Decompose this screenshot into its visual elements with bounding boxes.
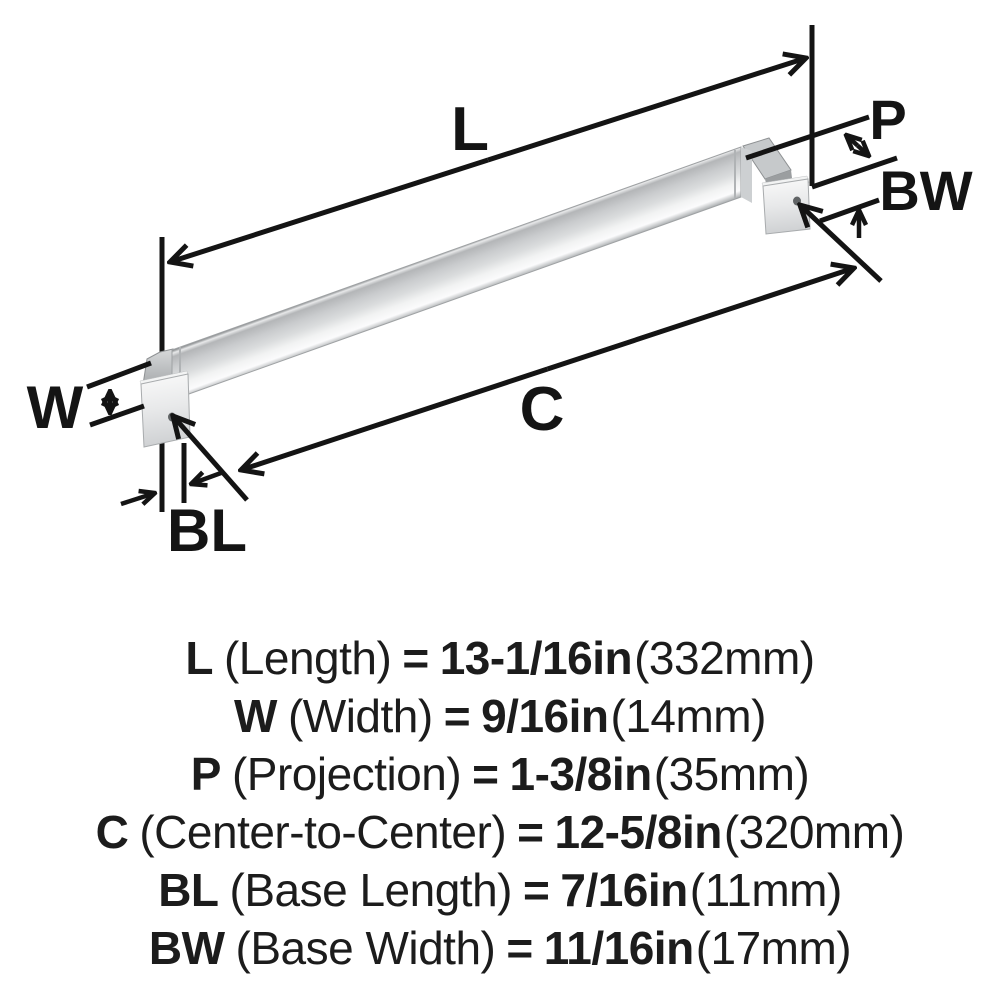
w-extension-line-upper <box>86 360 152 390</box>
c-dimension-line-right <box>546 268 855 372</box>
legend-code: BW <box>148 922 225 974</box>
legend-metric-value: (320mm) <box>723 806 905 858</box>
legend-imperial-value: 9/16in <box>481 690 609 742</box>
label-center-to-center: C <box>520 375 565 444</box>
legend-equals: = <box>517 806 544 858</box>
handle-drawing <box>139 137 811 448</box>
c-leader-right <box>800 205 883 283</box>
legend-name: (Width) <box>287 690 433 742</box>
legend-row-projection: P(Projection)=1-3/8in(35mm) <box>0 745 1000 803</box>
legend-row-center-to-center: C(Center-to-Center)=12-5/8in(320mm) <box>0 803 1000 861</box>
p-extension-line-upper <box>745 114 870 161</box>
l-dimension-line-left <box>170 157 489 262</box>
right-screw-hole <box>793 196 801 206</box>
legend-equals: = <box>506 922 533 974</box>
label-base-width: BW <box>879 159 972 222</box>
legend-metric-value: (17mm) <box>695 922 852 974</box>
label-length: L <box>451 95 489 164</box>
legend-equals: = <box>522 864 550 916</box>
legend-imperial-value: 11/16in <box>543 922 694 974</box>
legend-code: BL <box>158 864 219 916</box>
l-dimension-line-right <box>487 58 806 163</box>
legend-equals: = <box>472 748 499 800</box>
legend-code: L <box>185 632 213 684</box>
w-extension-line-lower <box>89 403 145 428</box>
legend-equals: = <box>443 690 471 742</box>
dimension-annotations <box>86 58 898 507</box>
c-dimension-line-left <box>241 366 549 470</box>
legend-name: (Base Width) <box>235 922 496 974</box>
bl-arrow-left <box>120 493 155 507</box>
label-width: W <box>27 374 84 441</box>
legend-imperial-value: 7/16in <box>560 864 688 916</box>
bw-extension-line-lower <box>819 197 880 224</box>
legend-code: W <box>234 690 277 742</box>
legend-code: C <box>95 806 129 858</box>
legend-imperial-value: 13-1/16in <box>439 632 633 684</box>
bar-end-face-right <box>741 147 752 203</box>
measurement-legend: L(Length)=13-1/16in(332mm) W(Width)=9/16… <box>0 629 1000 977</box>
left-base-plate <box>140 373 191 448</box>
dimension-diagram-svg: L P BW W C BL <box>27 25 973 564</box>
legend-name: (Projection) <box>231 748 462 800</box>
legend-equals: = <box>402 632 429 684</box>
p-dimension-arrow-upper <box>846 135 858 146</box>
legend-imperial-value: 1-3/8in <box>509 748 653 800</box>
handle-bar <box>171 146 742 401</box>
legend-row-length: L(Length)=13-1/16in(332mm) <box>0 629 1000 687</box>
legend-name: (Length) <box>223 632 392 684</box>
legend-metric-value: (11mm) <box>689 864 843 916</box>
p-extension-line-lower <box>811 155 898 190</box>
legend-name: (Base Length) <box>229 864 513 916</box>
bl-arrow-right <box>191 473 222 484</box>
legend-imperial-value: 12-5/8in <box>554 806 723 858</box>
c-leader-left <box>173 416 249 502</box>
legend-row-base-width: BW(Base Width)=11/16in(17mm) <box>0 919 1000 977</box>
legend-metric-value: (332mm) <box>634 632 815 684</box>
label-base-length: BL <box>167 497 247 564</box>
legend-row-base-length: BL(Base Length)=7/16in(11mm) <box>0 861 1000 919</box>
legend-metric-value: (35mm) <box>653 748 810 800</box>
legend-code: P <box>190 748 222 800</box>
p-dimension-arrow-lower <box>858 146 870 157</box>
legend-row-width: W(Width)=9/16in(14mm) <box>0 687 1000 745</box>
legend-name: (Center-to-Center) <box>139 806 507 858</box>
label-projection: P <box>869 88 906 151</box>
legend-metric-value: (14mm) <box>610 690 767 742</box>
